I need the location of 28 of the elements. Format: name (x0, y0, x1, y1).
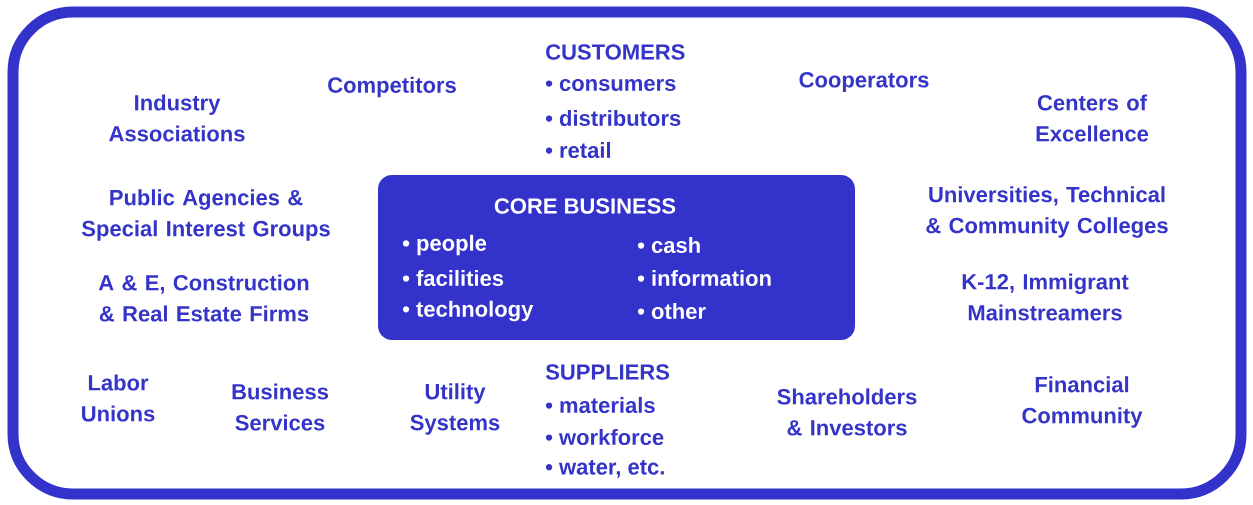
bullet-item: • information (637, 269, 771, 287)
label: • distributors (545, 109, 681, 127)
bullet-item: • other (637, 302, 706, 320)
label: • materials (545, 396, 655, 414)
bullet-item: • cash (637, 236, 700, 254)
label: Industry Associations (109, 94, 245, 142)
label: A & E, Construction & Real Estate Firms (98, 274, 309, 322)
label: • consumers (545, 78, 676, 92)
label: Business Services (232, 383, 328, 431)
label: SUPPLIERS (545, 364, 670, 380)
label: CUSTOMERS (546, 44, 685, 60)
bullet-item: • people (402, 234, 487, 256)
label: Shareholders & Investors (777, 388, 917, 436)
label: Financial Community (1022, 376, 1143, 428)
bullet-item: • technology (402, 300, 534, 322)
label: Competitors (328, 76, 456, 98)
box-heading: CORE BUSINESS (494, 198, 676, 214)
label: Public Agencies & Special Interest Groups (81, 189, 330, 241)
bullet-item: • facilities (402, 269, 504, 287)
label: K-12, Immigrant Mainstreamers (962, 273, 1129, 321)
label: Labor Unions (82, 374, 155, 422)
label: Centers of Excellence (1036, 94, 1149, 142)
label: Cooperators (799, 72, 929, 92)
label: • workforce (545, 428, 664, 446)
label: Universities, Technical & Community Colleges (926, 186, 1168, 238)
label: • water, etc. (545, 460, 664, 478)
core-box (378, 175, 855, 340)
label: Utility Systems (410, 383, 500, 435)
